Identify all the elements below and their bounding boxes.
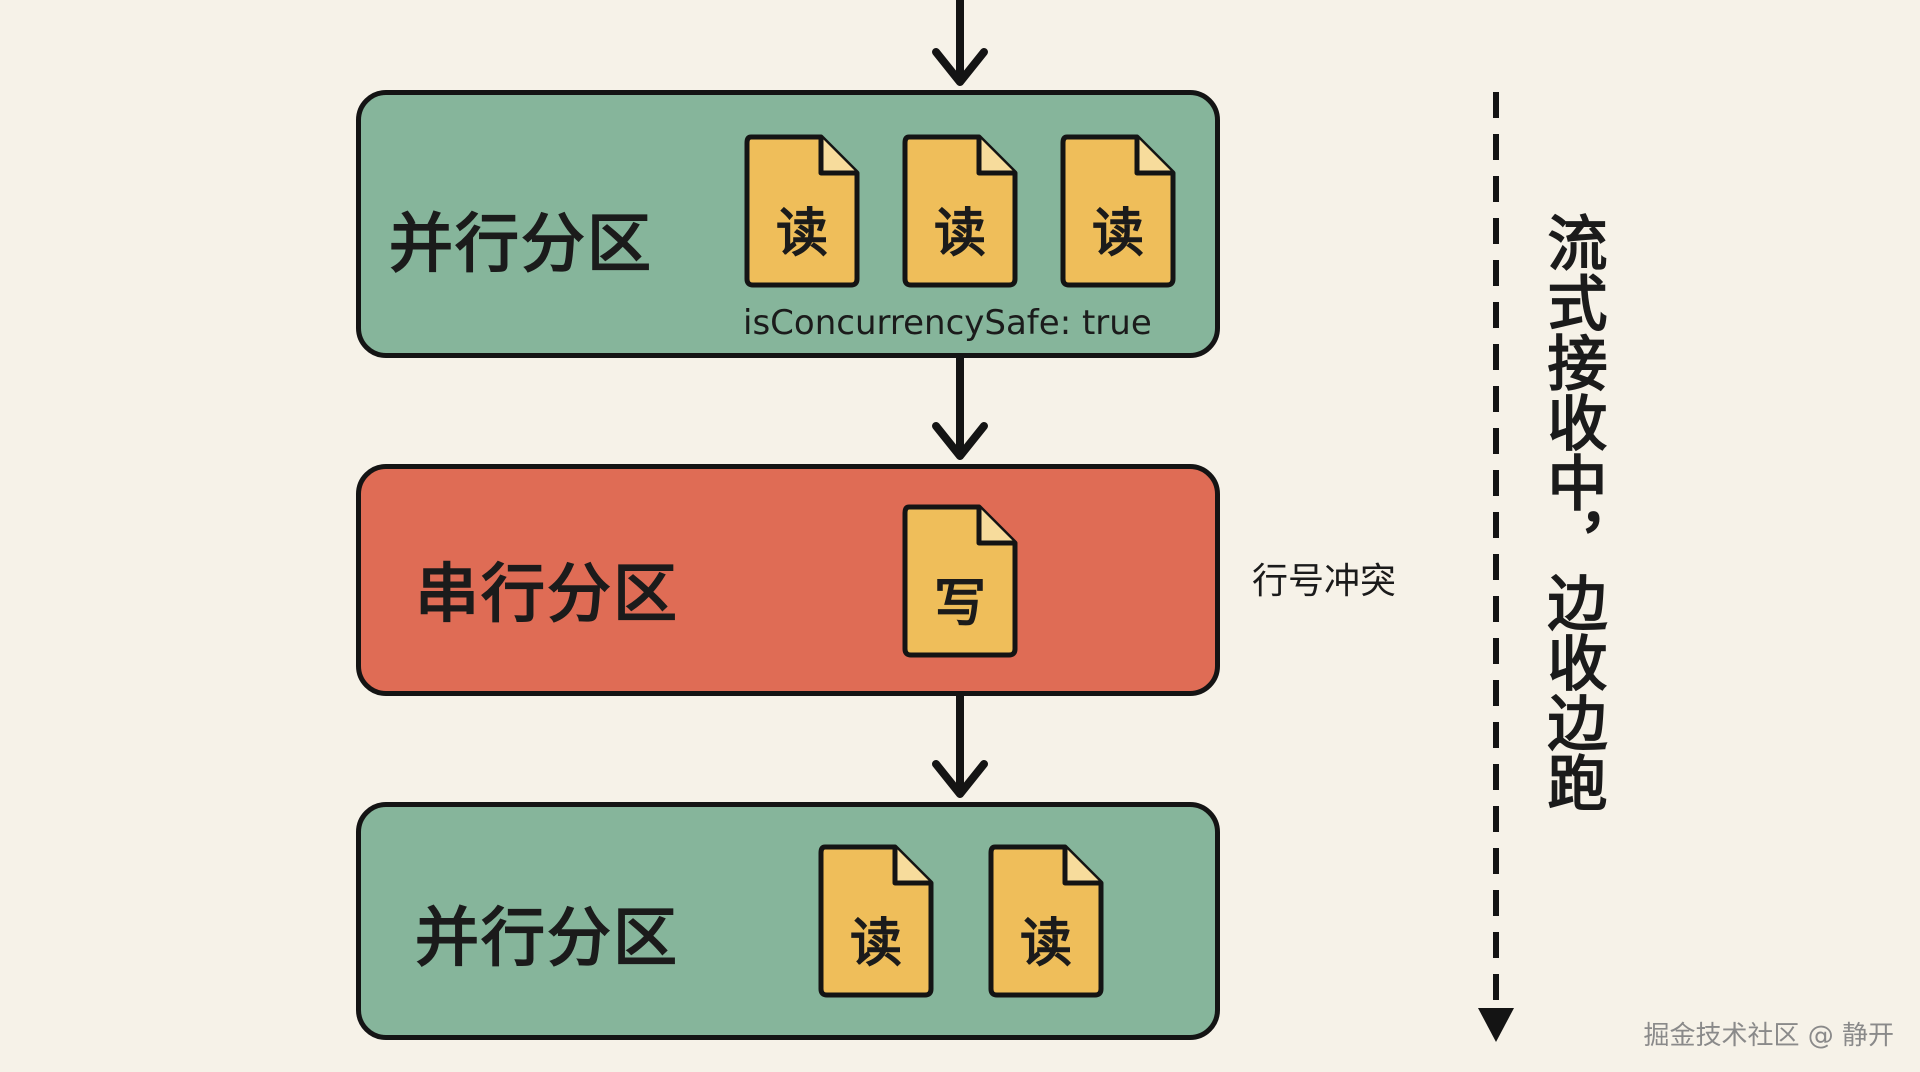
partition-title: 串行分区 [415,558,679,632]
arrow-in-top [932,0,988,86]
serial-partition: 串行分区 写 [356,464,1220,696]
partition-title: 并行分区 [389,208,653,282]
stream-label: 流式接收中，边收边跑 [1537,212,1607,812]
parallel-partition-2: 并行分区 读 读 [356,802,1220,1040]
document-icon: 写 [901,503,1019,659]
read-doc-label: 读 [933,204,986,264]
watermark: 掘金技术社区 @ 静开 [1643,1021,1894,1051]
conflict-note: 行号冲突 [1252,561,1397,602]
arrow-1-to-2 [932,358,988,460]
document-icon: 读 [1059,133,1177,289]
document-icon: 读 [817,843,935,999]
document-icon: 读 [743,133,861,289]
concurrency-safe-note: isConcurrencySafe: true [743,303,1152,343]
document-icon: 读 [987,843,1105,999]
arrow-2-to-3 [932,696,988,798]
read-doc-label: 读 [1091,204,1144,264]
read-doc-label: 读 [849,914,902,974]
partition-title: 并行分区 [415,902,679,976]
parallel-partition-1: 并行分区 读 读 读 isConcurrencySafe: true [356,90,1220,358]
read-doc-label: 读 [1019,914,1072,974]
stream-dashed-arrow [1478,92,1514,1042]
document-icon: 读 [901,133,1019,289]
write-doc-label: 写 [933,574,986,634]
read-doc-label: 读 [775,204,828,264]
